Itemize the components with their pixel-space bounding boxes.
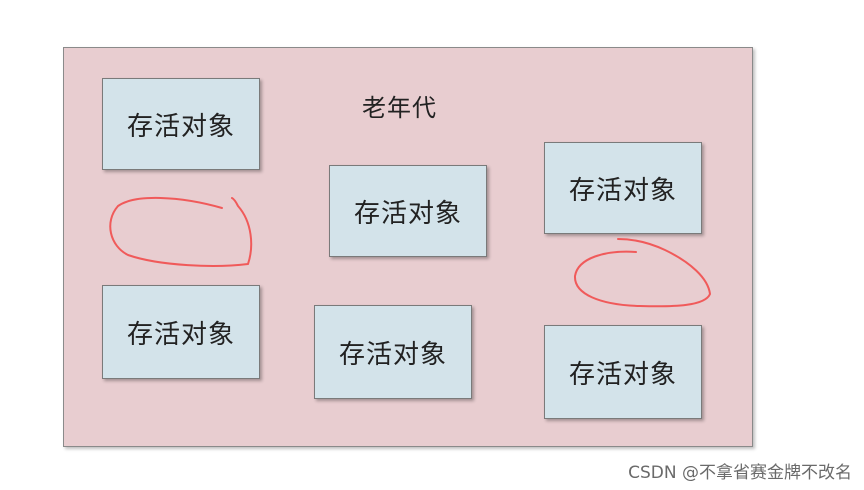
watermark: CSDN @不拿省赛金牌不改名 [628,463,852,483]
live-object-5: 存活对象 [314,305,472,399]
live-object-1: 存活对象 [102,78,260,170]
live-object-4: 存活对象 [102,285,260,379]
free-space-mark-right [573,238,711,308]
region-title: 老年代 [362,94,437,122]
live-object-2: 存活对象 [329,165,487,257]
free-space-mark-left [109,196,253,267]
live-object-6: 存活对象 [544,325,702,419]
live-object-3: 存活对象 [544,142,702,234]
